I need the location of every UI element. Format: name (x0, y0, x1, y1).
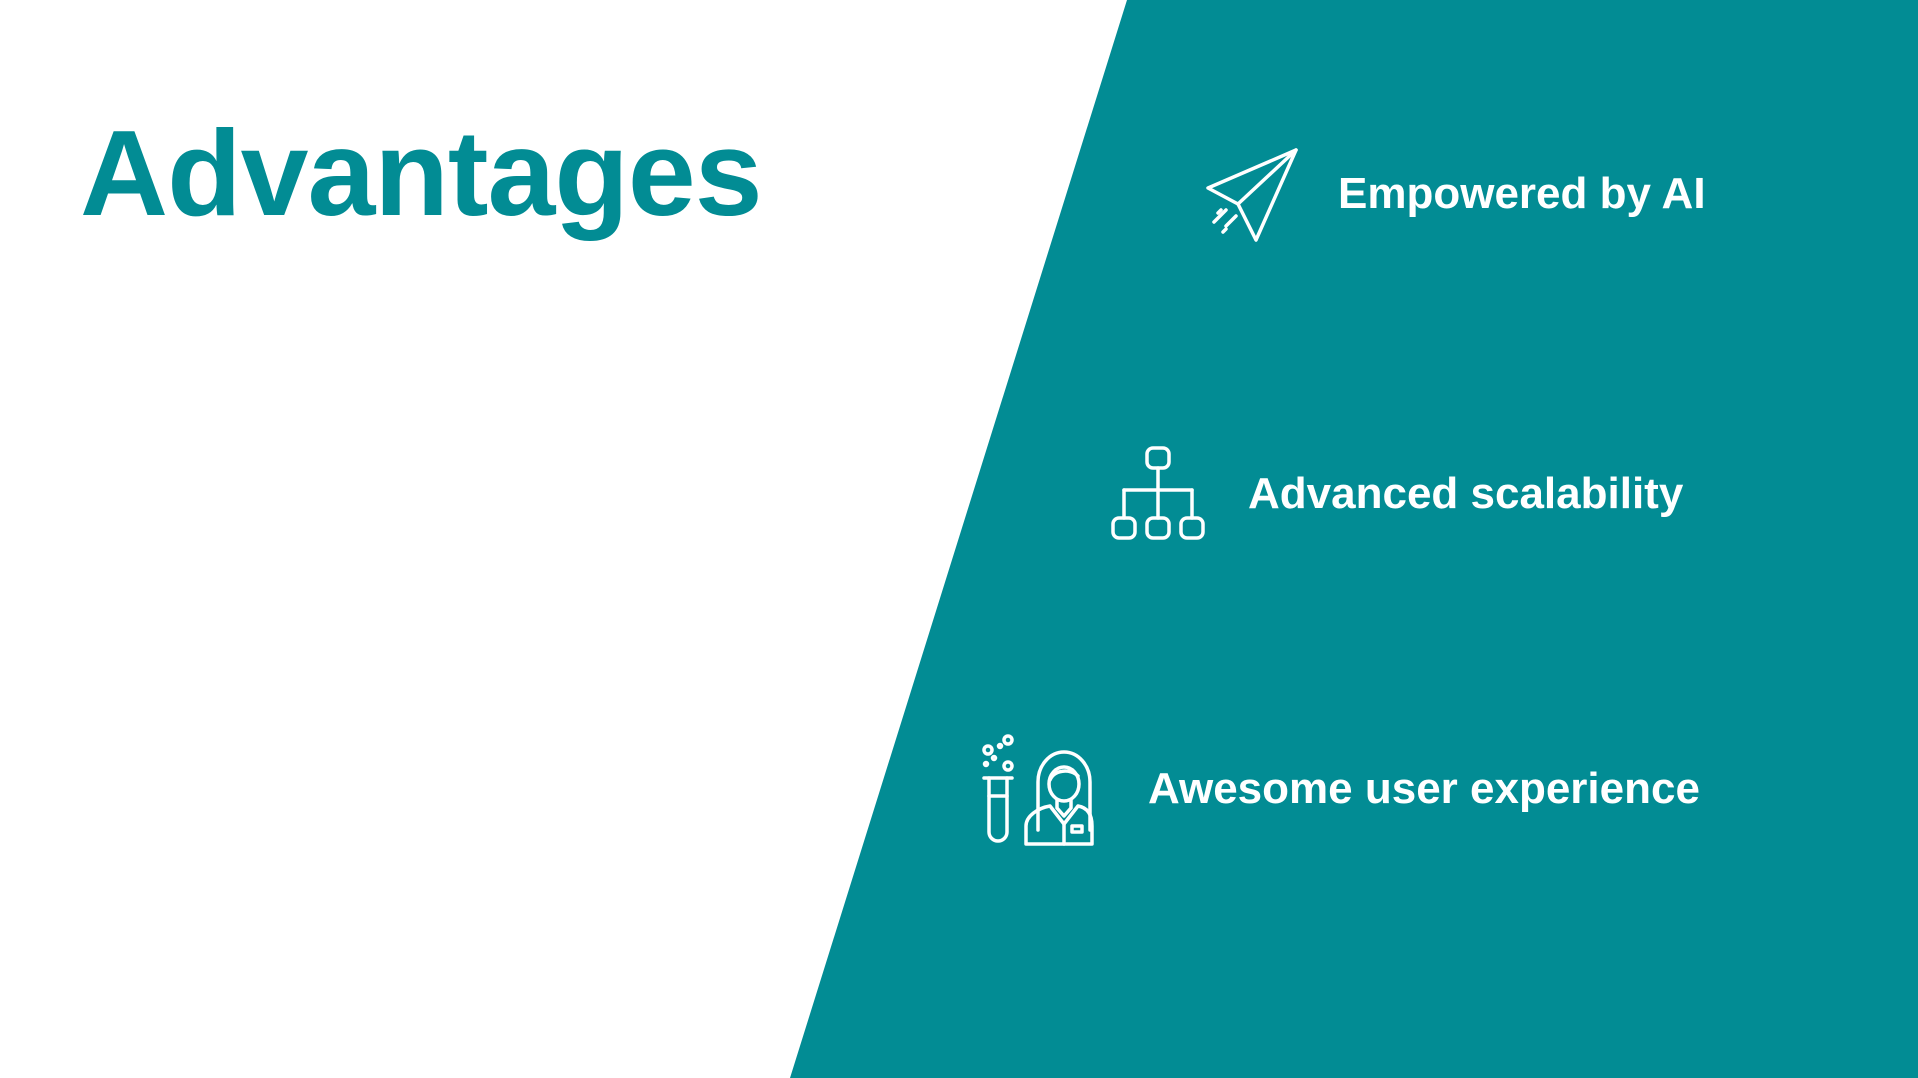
paper-plane-icon (1206, 148, 1298, 242)
feature-label: Advanced scalability (1248, 469, 1684, 518)
feature-advanced-scalability: Advanced scalability (1110, 446, 1683, 542)
page-title: Advantages (80, 105, 763, 241)
feature-label: Empowered by AI (1338, 169, 1706, 218)
feature-empowered-by-ai: Empowered by AI (1204, 146, 1706, 242)
feature-label: Awesome user experience (1148, 764, 1700, 813)
scientist-icon (982, 734, 1094, 846)
hierarchy-icon (1111, 446, 1205, 540)
feature-awesome-user-experience: Awesome user experience (980, 732, 1700, 846)
